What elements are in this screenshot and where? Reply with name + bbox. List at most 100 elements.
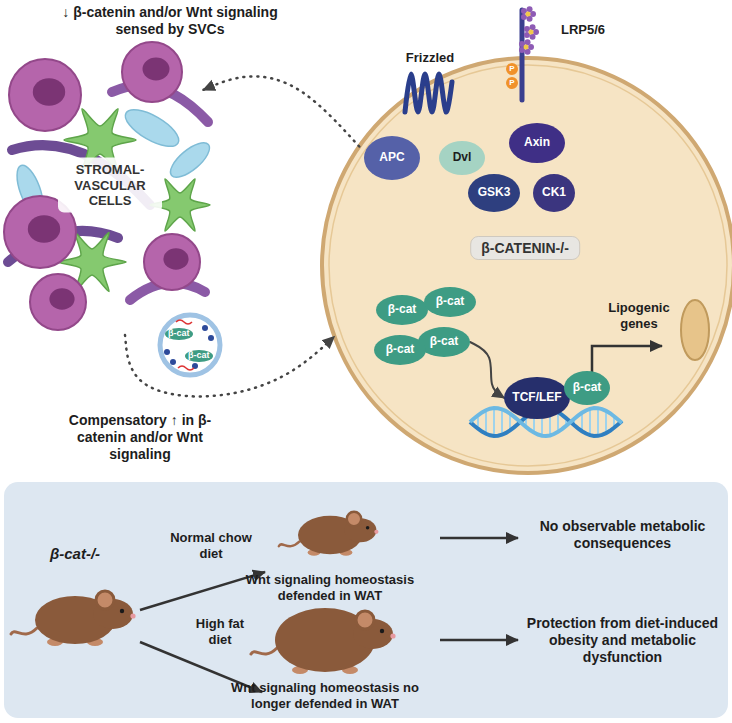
vesicle: β-catβ-cat [159, 314, 221, 376]
dna-rung [605, 411, 607, 433]
mouse-nose [374, 530, 378, 534]
node-text: β-cat [185, 350, 213, 362]
node-text: Axin [524, 136, 550, 149]
protein-blob: APC [364, 136, 420, 180]
node-text: Dvl [453, 151, 472, 164]
beta-catenin-blob: β-cat [374, 335, 426, 365]
vesicle [160, 315, 220, 375]
glycan [525, 39, 531, 45]
beta-catenin-blob: β-cat [376, 295, 428, 325]
adipocyte-inner-membrane [329, 65, 727, 466]
node-text: β-cat [436, 295, 465, 308]
cell-nucleus [28, 215, 60, 242]
glycan-core [529, 30, 534, 35]
endothelial-cell [165, 137, 215, 183]
glycan [530, 24, 536, 30]
node-text: β-CATENIN-/- [470, 236, 580, 260]
node-text: TCF/LEF [512, 391, 561, 404]
cell-nucleus [163, 248, 188, 269]
vesicle-cargo [170, 359, 176, 365]
mouse-tail [279, 541, 300, 546]
mouse-nose [390, 633, 395, 638]
adipocyte-membrane [322, 58, 732, 473]
node-text: APC [379, 151, 404, 164]
protein-blob: GSK3 [468, 174, 520, 212]
mouse-tail [11, 628, 37, 634]
frizzled-receptor [405, 74, 452, 112]
stromal-vascular-cells [4, 42, 215, 330]
glycan [530, 34, 536, 40]
mouse-ear [96, 591, 114, 609]
mouse-eye [380, 629, 384, 633]
transcription-factor: TCF/LEF [504, 377, 569, 419]
signal-arrow [125, 335, 334, 396]
mouse-nose [130, 613, 135, 618]
dna-rung [597, 408, 599, 436]
node-text: GSK3 [478, 186, 511, 199]
endothelial-cell [120, 103, 184, 154]
dna-rung [557, 412, 559, 432]
annotation: Wnt signaling homeostasis defended in WA… [240, 572, 420, 603]
immune-cell [144, 234, 200, 290]
beta-catenin-blob: β-cat [564, 371, 610, 405]
annotation: β-cat-/- [25, 545, 125, 563]
adipocyte: β-CATENIN-/- APC Dvl AxinGSK3 CK1 β-cat β-cat β… [322, 58, 732, 473]
node-text: β-cat [388, 303, 417, 316]
nucleus [681, 300, 709, 360]
glycan-core [526, 12, 531, 17]
vesicle-rna [176, 320, 192, 324]
phosphate-mark: P [506, 63, 518, 75]
mouse-ear [356, 611, 374, 629]
node-text: β-cat [573, 381, 602, 394]
protein-blob: Dvl [439, 141, 485, 175]
annotation: No observable metabolic consequences [530, 518, 715, 552]
immune-cell [30, 274, 86, 330]
vesicle-cargo [164, 349, 170, 355]
mouse-eye [366, 526, 370, 530]
annotation: Normal chow diet [165, 530, 257, 561]
cell-population: STROMAL-VASCULAR CELLS [0, 55, 215, 335]
dna-rung [493, 408, 495, 436]
vesicle-cargo [208, 335, 214, 341]
protein-blob: CK1 [533, 174, 575, 212]
signal-arrow [203, 76, 359, 146]
immune-cell [122, 42, 182, 102]
mouse-ear [347, 512, 361, 526]
immune-cell [9, 59, 81, 131]
node-text: β-cat [386, 343, 415, 356]
bottom-panel [4, 482, 728, 718]
annotation: Frizzled [390, 50, 470, 66]
vesicle-rna [178, 366, 194, 370]
beta-catenin-blob: β-cat [418, 327, 470, 357]
mouse-eye [120, 609, 124, 613]
glycan [527, 16, 533, 22]
annotation: Lipogenic genes [598, 300, 680, 331]
vesicle-cargo [202, 325, 208, 331]
cell-nucleus [143, 58, 170, 81]
translocation-arrow [470, 342, 504, 398]
protein-blob: Axin [509, 123, 565, 163]
annotation: Protection from diet-induced obesity and… [525, 615, 720, 665]
phosphate-mark: P [506, 77, 518, 89]
annotation: Wnt signaling homeostasis no longer defe… [215, 680, 435, 711]
dna-rung [501, 409, 503, 434]
glycan [527, 6, 533, 12]
lean-mouse [279, 512, 379, 556]
fat-mouse [251, 608, 396, 674]
cell-nucleus [33, 78, 65, 105]
outcome-arrow [440, 537, 518, 540]
mouse-tail [251, 648, 277, 654]
annotation: ↓ β-catenin and/or Wnt signaling sensed … [55, 4, 285, 38]
dna-rung [589, 409, 591, 435]
node-text: CK1 [542, 186, 566, 199]
outcome-arrow [440, 639, 518, 642]
node-text: β-cat [430, 335, 459, 348]
annotation: High fat diet [185, 616, 255, 647]
glycan [525, 49, 531, 55]
knockout-mouse [11, 591, 136, 646]
dna-rung [485, 410, 487, 434]
glycan-core [524, 45, 529, 50]
annotation: Compensatory ↑ in β-catenin and/or Wnt s… [45, 412, 235, 462]
